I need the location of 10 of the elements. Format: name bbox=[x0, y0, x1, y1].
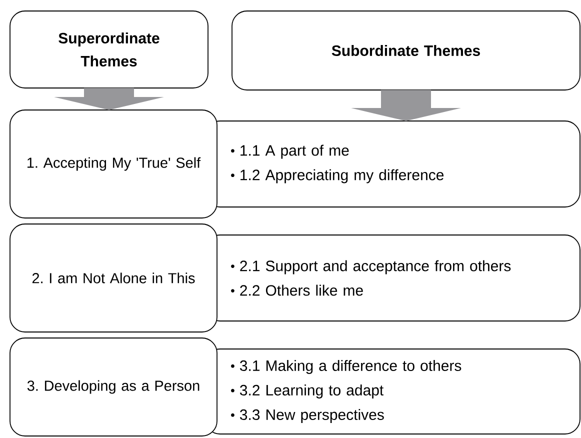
header-box: Subordinate Themes bbox=[232, 10, 580, 90]
block-arrow bbox=[54, 88, 164, 110]
subtheme-box: 2.1 Support and acceptance from others 2.2 Others like me bbox=[204, 234, 580, 322]
theme-box: 3. Developing as a Person bbox=[10, 338, 218, 436]
subtheme-box: 3.1 Making a difference to others 3.2 Learning to adapt 3.3 New perspectives bbox=[204, 348, 580, 434]
header-box: Superordinate Themes bbox=[10, 10, 208, 88]
theme-box: 2. I am Not Alone in This bbox=[10, 224, 218, 332]
theme-box: 1. Accepting My 'True' Self bbox=[10, 110, 218, 218]
subtheme-box: 1.1 A part of me 1.2 Appreciating my difference bbox=[204, 120, 580, 208]
block-arrow bbox=[351, 90, 461, 121]
